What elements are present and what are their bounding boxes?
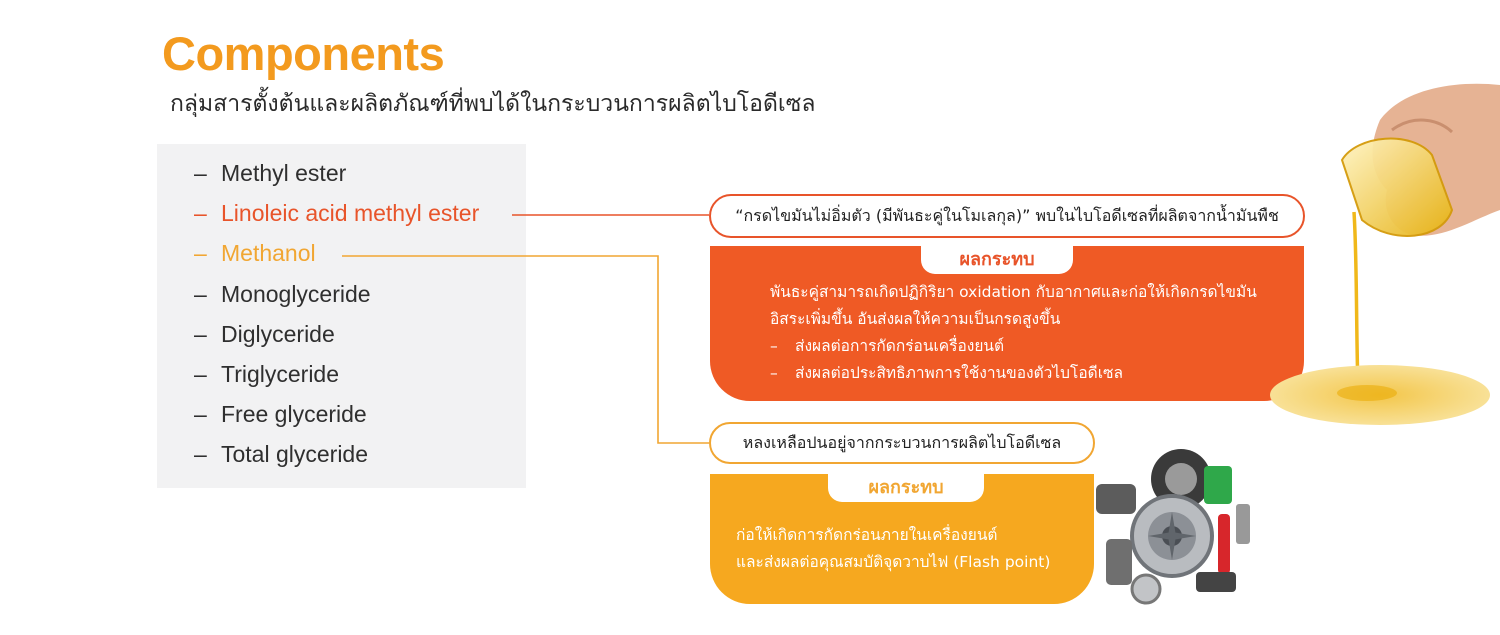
component-label: Linoleic acid methyl ester [221,200,480,227]
component-triglyceride: –Triglyceride [157,359,526,399]
linoleic-impact-panel: ผลกระทบ พันธะคู่สามารถเกิดปฏิกิริยา oxid… [710,246,1304,401]
impact-line: ก่อให้เกิดการกัดกร่อนภายในเครื่องยนต์ [736,526,998,544]
impact-line: พันธะคู่สามารถเกิดปฏิกิริยา oxidation กั… [770,283,1257,301]
list-dash: – [194,441,207,468]
list-dash: – [194,320,207,347]
components-list: –Methyl ester –Linoleic acid methyl este… [157,144,526,488]
page-subtitle: กลุ่มสารตั้งต้นและผลิตภัณฑ์ที่พบได้ในกระ… [170,91,816,117]
oil-jar [1340,137,1454,237]
list-dash: – [194,280,207,307]
component-label: Methanol [221,240,316,267]
impact-tab-label: ผลกระทบ [921,246,1073,274]
bullet-dash: – [770,337,778,355]
component-label: Triglyceride [221,360,340,387]
methanol-impact-text: ก่อให้เกิดการกัดกร่อนภายในเครื่องยนต์ แล… [736,522,1086,576]
bullet-dash: – [770,364,778,382]
list-dash: – [194,401,207,428]
impact-line: และส่งผลต่อคุณสมบัติจุดวาบไฟ (Flash poin… [736,553,1051,571]
list-dash: – [194,200,207,227]
component-total-glyceride: –Total glyceride [157,439,526,479]
list-dash: – [194,160,207,186]
page-title: Components [162,27,445,80]
impact-tab-label: ผลกระทบ [828,474,984,502]
methanol-impact-panel: ผลกระทบ ก่อให้เกิดการกัดกร่อนภายในเครื่อ… [710,474,1094,604]
red-shock [1218,514,1230,574]
impact-line: อิสระเพิ่มขึ้น อันส่งผลให้ความเป็นกรดสูง… [770,310,1061,328]
linoleic-impact-text: พันธะคู่สามารถเกิดปฏิกิริยา oxidation กั… [770,279,1290,387]
component-label: Methyl ester [221,160,347,186]
component-label: Total glyceride [221,441,369,468]
impact-bullet: –ส่งผลต่อประสิทธิภาพการใช้งานของตัวไบโอด… [770,360,1290,387]
linoleic-description-pill: “กรดไขมันไม่อิ่มตัว (มีพันธะคู่ในโมเลกุล… [709,194,1305,238]
component-free-glyceride: –Free glyceride [157,399,526,439]
component-label: Diglyceride [221,320,335,347]
list-dash: – [194,360,207,387]
oil-stream [1352,211,1360,391]
component-methanol: –Methanol [157,238,526,278]
methanol-description-pill: หลงเหลือปนอยู่จากกระบวนการผลิตไบโอดีเซล [709,422,1095,464]
component-methyl-ester: –Methyl ester [157,158,526,198]
component-label: Monoglyceride [221,280,371,307]
oil-pouring-illustration [1270,83,1500,425]
green-canister [1204,466,1232,504]
impact-bullet: –ส่งผลต่อการกัดกร่อนเครื่องยนต์ [770,333,1290,360]
list-dash: – [194,240,207,267]
component-diglyceride: –Diglyceride [157,319,526,359]
component-linoleic-acid-methyl-ester: –Linoleic acid methyl ester [157,198,526,238]
component-monoglyceride: –Monoglyceride [157,279,526,319]
engine-parts-illustration [1096,449,1250,605]
component-label: Free glyceride [221,401,367,428]
